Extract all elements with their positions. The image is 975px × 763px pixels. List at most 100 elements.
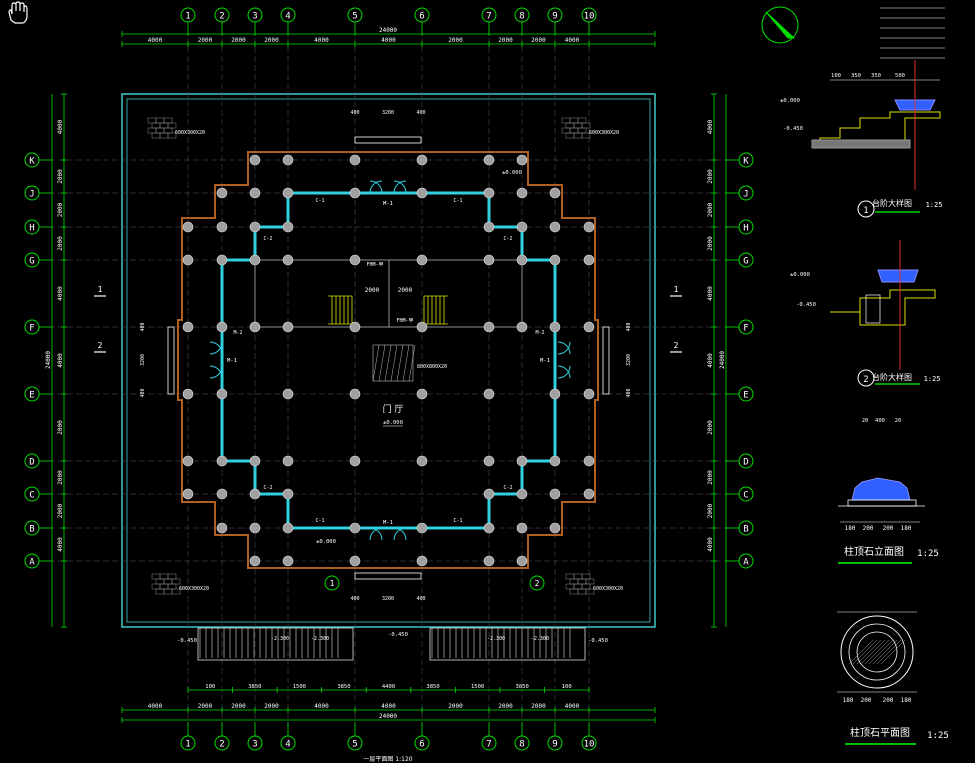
column [516,187,528,199]
detail-title: 柱顶石平面图 [850,726,910,739]
door-label: M-1 [383,201,393,207]
column [549,455,561,467]
brick [573,573,583,580]
base-plan-inner [856,631,898,673]
floor-note: 800X800X20 [417,364,447,370]
level-label: -0.450 [388,632,408,638]
door-swing [369,180,407,194]
column [216,388,228,400]
hand-pan-icon[interactable] [8,1,28,24]
brick [561,127,571,134]
ramp-level: -2.300 [271,636,289,642]
column [549,254,561,266]
column [282,388,294,400]
column [483,221,495,233]
ramp-level: -2.300 [531,636,549,642]
door-label: M-1 [227,358,237,364]
column [282,488,294,500]
door-label: M-2 [535,330,544,336]
column [282,154,294,166]
hall-label: 门 厅 [383,403,404,415]
dim-value: 4400 [382,684,395,690]
hatch-box [372,344,414,382]
column [182,455,194,467]
dim-value: 2000 [448,37,463,44]
column [516,321,528,333]
hatch-line [852,639,878,665]
hatch-line [872,639,898,665]
detail-num: 2 [863,375,868,385]
detail-dim: 350 [851,73,861,79]
brick [581,132,591,139]
detail-bubble [857,369,875,387]
hatch-line [848,639,874,665]
dim-value: 2000 [264,703,279,710]
brick [159,583,169,590]
brick [565,132,575,139]
column [249,221,261,233]
detail-dim: 20 [862,418,869,424]
dim-value: 2000 [57,169,64,184]
column [249,321,261,333]
top-window [354,136,422,144]
dim-value: 2000 [707,169,714,184]
left-window [167,326,175,395]
window-label: C-2 [263,236,272,242]
brick [573,132,583,139]
detail-dim: 20 [895,418,902,424]
detail-ref-label: 1 [330,579,335,588]
brick [159,573,169,580]
step-section [819,111,941,149]
curb [865,294,881,324]
floor-tile-hatch [372,344,416,382]
dim-value: 2000 [498,37,513,44]
stone-paving-icon [151,573,181,595]
dim-value: 3850 [337,684,350,690]
column [583,455,595,467]
column [349,154,361,166]
column [516,221,528,233]
axis-label: J [743,190,748,200]
dim-value: 4000 [707,286,714,301]
brick [171,578,181,585]
brick [569,588,579,595]
brick [155,578,165,585]
column [216,221,228,233]
front-steps [197,627,586,661]
dim-value: 2000 [531,703,546,710]
detail-dim: 180 [843,697,854,704]
dim-value: 2000 [531,37,546,44]
axis-label: G [29,257,34,267]
column [483,154,495,166]
stair-dim: 2000 [398,287,413,294]
axis-label: C [743,491,748,501]
window-label: C-2 [503,236,512,242]
column [416,154,428,166]
dim-value: 400 [350,110,359,116]
column [416,321,428,333]
column [416,522,428,534]
column [516,522,528,534]
hatch-line [856,639,882,665]
hatch-line [876,639,902,665]
dim-value: 4000 [57,286,64,301]
dim-value: 400 [626,322,632,331]
dim-total: 24000 [45,351,52,369]
column [349,455,361,467]
hatch-line [880,639,906,665]
dim-total: 24000 [719,351,726,369]
detail-ref-label: 2 [535,579,540,588]
dim-total: 24000 [379,713,397,720]
platform-inner-outline [126,98,651,623]
brick [577,578,587,585]
brick [155,127,165,134]
door-symbol [369,180,407,194]
column [516,555,528,567]
dim-value: 3850 [426,684,439,690]
section-mark: 2 [98,341,103,350]
brick [155,117,165,124]
dim-value: 2000 [198,37,213,44]
dim-value: 2000 [707,420,714,435]
column [349,555,361,567]
